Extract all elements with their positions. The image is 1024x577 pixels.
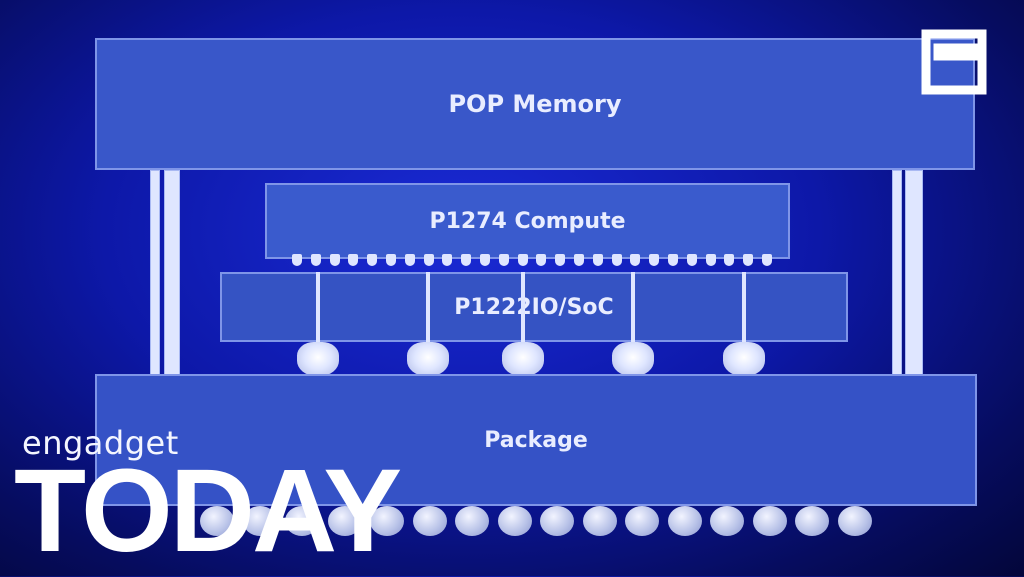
- microbump: [386, 254, 396, 266]
- microbump: [555, 254, 566, 266]
- brand-name: engadget: [22, 424, 179, 462]
- soc-block: P1222IO/SoC: [220, 272, 848, 342]
- microbump: [743, 254, 754, 266]
- microbump: [630, 254, 641, 266]
- pop-memory-block: POP Memory: [95, 38, 975, 170]
- microbump: [404, 254, 415, 266]
- microbump: [348, 254, 359, 266]
- bga-ball: [667, 506, 702, 536]
- microbump: [668, 254, 678, 266]
- bga-ball: [327, 506, 362, 536]
- microbump: [461, 254, 472, 266]
- solder-bump-4: [612, 342, 654, 376]
- microbump: [498, 254, 509, 266]
- bga-ball: [752, 506, 787, 536]
- pop-memory-label: POP Memory: [448, 90, 622, 118]
- pop-pillar-right-inner: [892, 170, 902, 376]
- solder-bump-3: [502, 342, 544, 376]
- solder-bump-5: [723, 342, 765, 376]
- bga-ball: [200, 506, 234, 536]
- microbump: [480, 254, 490, 266]
- microbump: [442, 254, 453, 266]
- microbump: [329, 254, 340, 266]
- tsv-4: [631, 272, 635, 356]
- microbump: [611, 254, 622, 266]
- bga-ball: [795, 506, 829, 536]
- bga-ball: [497, 506, 532, 536]
- soc-label: P1222IO/SoC: [454, 294, 614, 320]
- microbump: [724, 254, 735, 266]
- pop-pillar-left-outer: [150, 170, 160, 376]
- microbump: [705, 254, 716, 266]
- package-label: Package: [484, 427, 588, 453]
- package-block: Package: [95, 374, 977, 506]
- tsv-2: [426, 272, 430, 356]
- bga-ball: [540, 506, 574, 536]
- microbump: [762, 254, 772, 266]
- tsv-5: [742, 272, 746, 356]
- show-title: TODAY: [14, 445, 402, 577]
- bga-ball: [625, 506, 659, 536]
- tsv-1: [316, 272, 320, 356]
- microbump: [686, 254, 697, 266]
- bga-ball: [285, 506, 319, 536]
- bga-ball: [412, 506, 447, 536]
- bga-ball: [710, 506, 744, 536]
- pop-pillar-right-outer: [905, 170, 923, 376]
- microbump: [310, 254, 321, 266]
- compute-label: P1274 Compute: [429, 208, 626, 234]
- bga-ball: [242, 506, 277, 536]
- bga-ball: [582, 506, 617, 536]
- solder-bump-2: [407, 342, 449, 376]
- bga-ball: [455, 506, 489, 536]
- microbump: [536, 254, 547, 266]
- microbump: [592, 254, 603, 266]
- bga-ball: [837, 506, 872, 536]
- microbump: [423, 254, 434, 266]
- tsv-3: [521, 272, 525, 356]
- microbump: [649, 254, 660, 266]
- microbump: [517, 254, 528, 266]
- solder-bump-1: [297, 342, 339, 376]
- microbump: [367, 254, 378, 266]
- microbump: [574, 254, 584, 266]
- pop-pillar-left-inner: [164, 170, 180, 376]
- compute-block: P1274 Compute: [265, 183, 790, 259]
- bga-ball: [370, 506, 404, 536]
- microbump: [292, 254, 302, 266]
- engadget-e-logo-icon: [921, 29, 987, 95]
